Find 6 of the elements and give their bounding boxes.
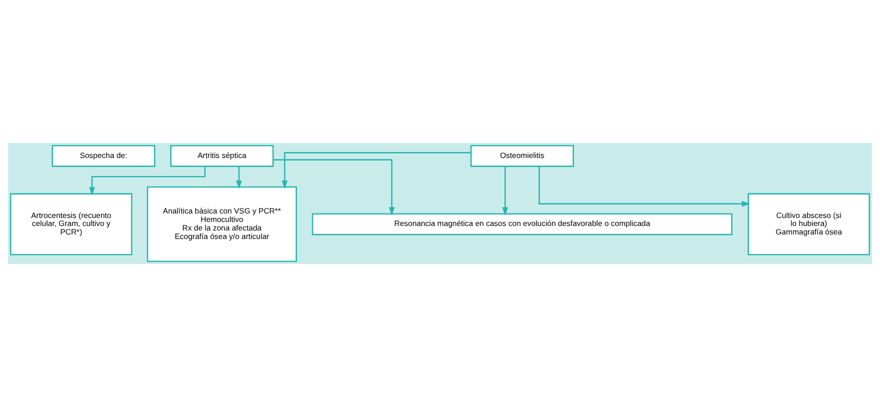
arrow: [89, 166, 206, 196]
arrow: [236, 166, 242, 189]
arrow: [502, 166, 508, 216]
arrow: [273, 159, 395, 216]
arrow: [538, 166, 750, 207]
arrow: [282, 152, 471, 189]
